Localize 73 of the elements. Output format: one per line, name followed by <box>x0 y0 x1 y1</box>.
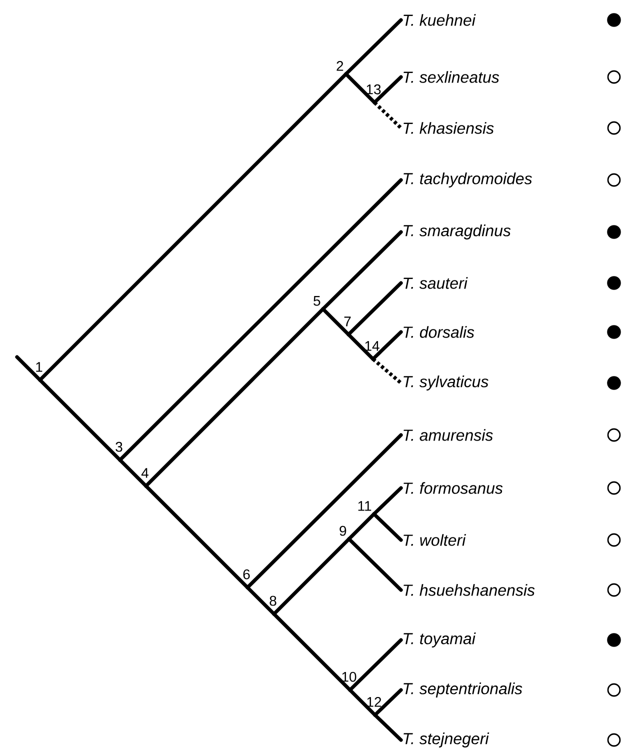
branch-number: 5 <box>314 296 320 306</box>
branch-line <box>346 332 375 361</box>
branch-line <box>372 512 403 542</box>
branch-line <box>373 713 403 742</box>
filled-circle <box>607 376 621 390</box>
branch-number: 8 <box>270 596 276 606</box>
filled-circle <box>607 325 621 339</box>
branch-line <box>373 688 403 717</box>
branch-line <box>344 72 376 104</box>
branch-number: 10 <box>342 672 356 682</box>
species-name: T. formosanus <box>404 482 503 494</box>
species-name: T. tachydromoides <box>404 172 532 188</box>
branch-line <box>321 230 403 311</box>
branch-line <box>118 178 403 462</box>
open-circle <box>607 428 621 442</box>
species-name: T. smaragdinus <box>404 224 511 240</box>
filled-circle <box>607 633 621 647</box>
branch-line <box>321 307 350 336</box>
branch-line <box>348 638 403 692</box>
branch-number: 2 <box>336 61 344 71</box>
species-name: T. sexlineatus <box>404 71 500 83</box>
species-name: T. septentrionalis <box>404 682 522 698</box>
filled-circle <box>607 13 621 27</box>
branch-line <box>15 355 42 382</box>
branch-line <box>372 486 403 516</box>
open-circle <box>607 583 621 597</box>
open-circle <box>607 121 621 135</box>
branch-number: 6 <box>243 569 250 580</box>
open-circle <box>607 733 621 747</box>
branch-number: 13 <box>366 84 381 94</box>
species-name: T. wolteri <box>404 534 466 546</box>
branch-line <box>344 18 403 76</box>
species-name: T. sauteri <box>404 277 468 289</box>
branch-line <box>272 612 352 692</box>
branch-number: 1 <box>36 362 42 372</box>
branch-line <box>144 484 250 590</box>
branch-line <box>373 101 402 130</box>
species-name: T. toyamai <box>404 632 476 648</box>
open-circle <box>607 481 621 495</box>
branch-line <box>246 433 403 590</box>
branch-line <box>272 537 351 616</box>
branch-line <box>348 688 377 717</box>
species-name: T. dorsalis <box>404 326 474 338</box>
branch-number: 4 <box>141 468 148 478</box>
branch-line <box>346 281 403 336</box>
branch-line <box>347 512 376 541</box>
branch-line <box>144 307 325 488</box>
filled-circle <box>607 225 621 239</box>
branch-number: 9 <box>340 526 346 536</box>
branch-line <box>372 75 403 104</box>
open-circle <box>607 683 621 697</box>
open-circle <box>607 70 621 84</box>
branch-line <box>246 586 276 616</box>
branch-number: 7 <box>344 316 351 326</box>
species-name: T. khasiensis <box>404 122 494 134</box>
branch-line <box>371 330 403 361</box>
filled-circle <box>607 276 621 290</box>
branch-number: 12 <box>367 697 382 707</box>
species-name: T. amurensis <box>404 429 493 441</box>
branch-number: 14 <box>365 341 380 351</box>
open-circle <box>607 173 621 187</box>
species-name: T. sylvaticus <box>404 376 488 390</box>
branch-line <box>38 378 122 462</box>
branch-line <box>38 72 348 382</box>
species-name: T. kuehnei <box>404 14 476 26</box>
species-name: T. hsuehshanensis <box>404 584 535 596</box>
open-circle <box>607 533 621 547</box>
species-name: T. stejnegeri <box>404 732 490 748</box>
branch-line <box>372 358 402 384</box>
branch-line <box>118 458 148 488</box>
branch-number: 3 <box>116 442 122 452</box>
branch-number: 11 <box>358 501 372 511</box>
branch-line <box>347 537 403 592</box>
